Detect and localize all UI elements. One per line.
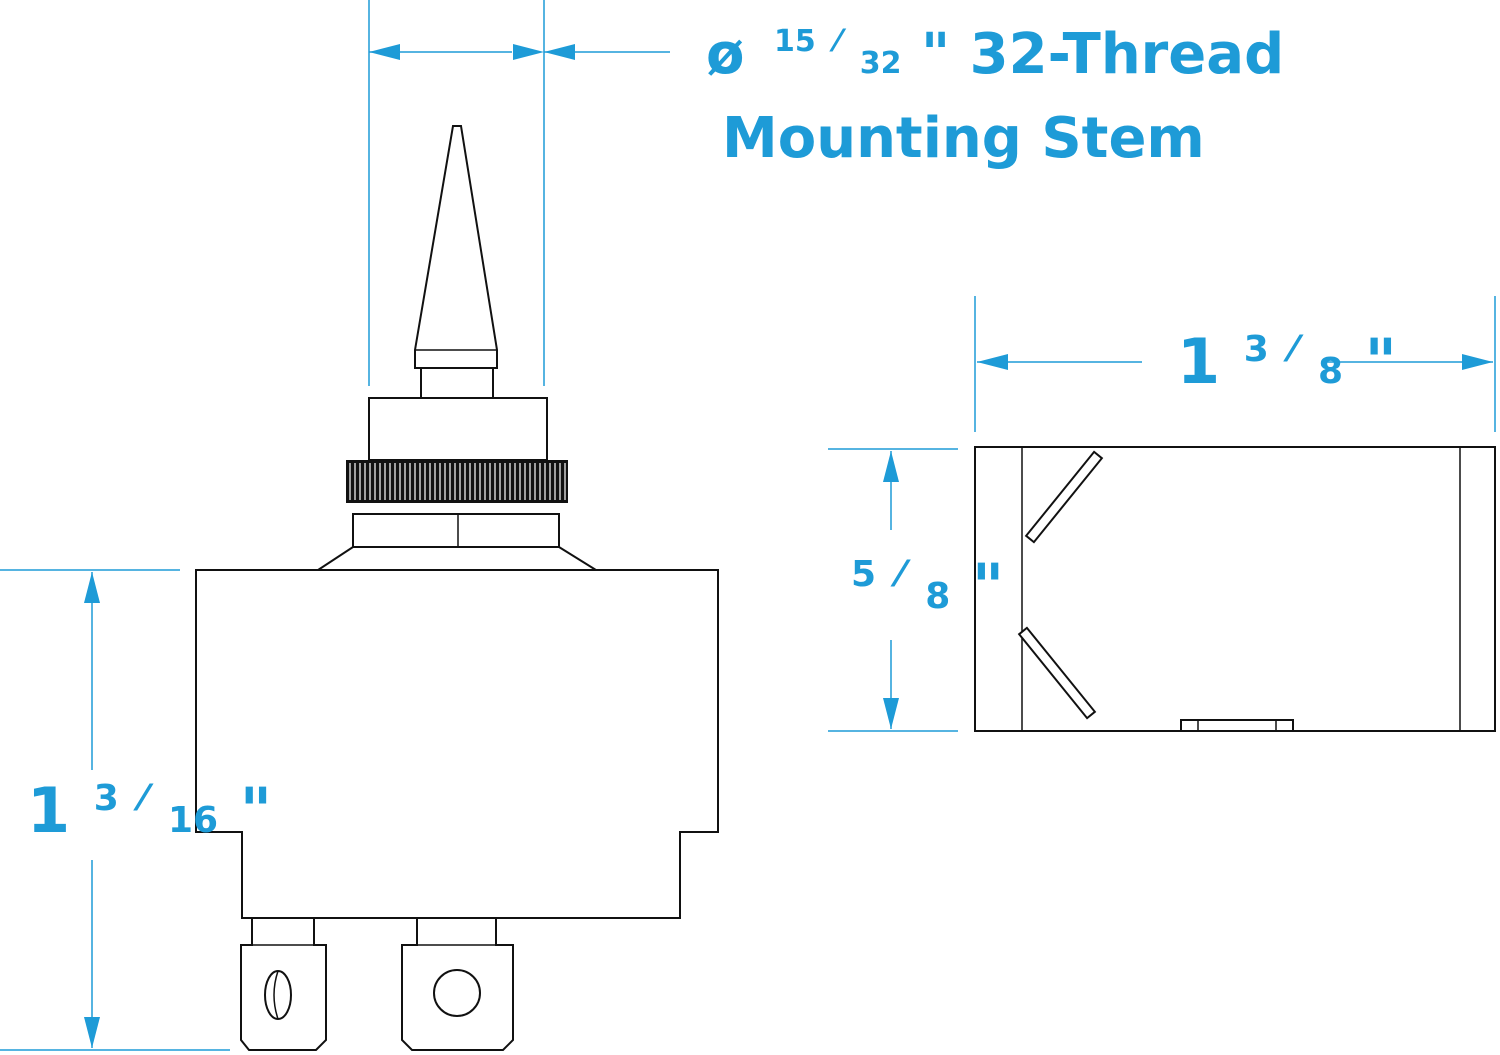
depth-unit: ": [972, 550, 1004, 623]
fraction-denominator: 32: [860, 46, 902, 81]
height-whole: 1: [27, 774, 70, 847]
svg-text:1 3 ⁄ 8: 1 3 ⁄ 8 ": [1177, 303, 1397, 398]
stem-caption: Mounting Stem: [722, 106, 1205, 171]
width-whole: 1: [1177, 325, 1220, 398]
height-dimension: 1 3 ⁄ 16 ": [0, 569, 272, 1051]
depth-dimension: 5 ⁄ 8 ": [828, 448, 1004, 732]
svg-text:1 3 ⁄ 16: 1 3 ⁄ 16 ": [27, 752, 272, 847]
diameter-symbol: ø: [706, 22, 744, 87]
switch-top-view: [974, 446, 1496, 732]
width-unit: ": [1365, 325, 1397, 398]
svg-text:5 ⁄ 8 ": 5 ⁄ 8 ": [851, 528, 1004, 623]
height-unit: ": [240, 774, 272, 847]
stem-diameter-label: ø 15 ⁄ 32 " 32-Thread Mounting Stem: [706, 0, 1284, 171]
depth-numerator: 5: [851, 554, 876, 595]
width-numerator: 3: [1244, 329, 1269, 370]
width-dimension: 1 3 ⁄ 8 ": [974, 296, 1496, 432]
thread-spec: " 32-Thread: [921, 22, 1284, 87]
height-denominator: 16: [168, 800, 218, 841]
depth-denominator: 8: [925, 576, 950, 617]
knurled-nut-ridges: [349, 463, 566, 500]
fraction-numerator: 15: [774, 24, 816, 59]
switch-front-view: [195, 125, 719, 1051]
stem-width-dimension: [368, 0, 670, 386]
svg-text:ø 15 ⁄ 32: ø 15 ⁄ 32 " 32-Thread: [706, 0, 1284, 87]
height-numerator: 3: [94, 778, 119, 819]
width-denominator: 8: [1318, 351, 1343, 392]
